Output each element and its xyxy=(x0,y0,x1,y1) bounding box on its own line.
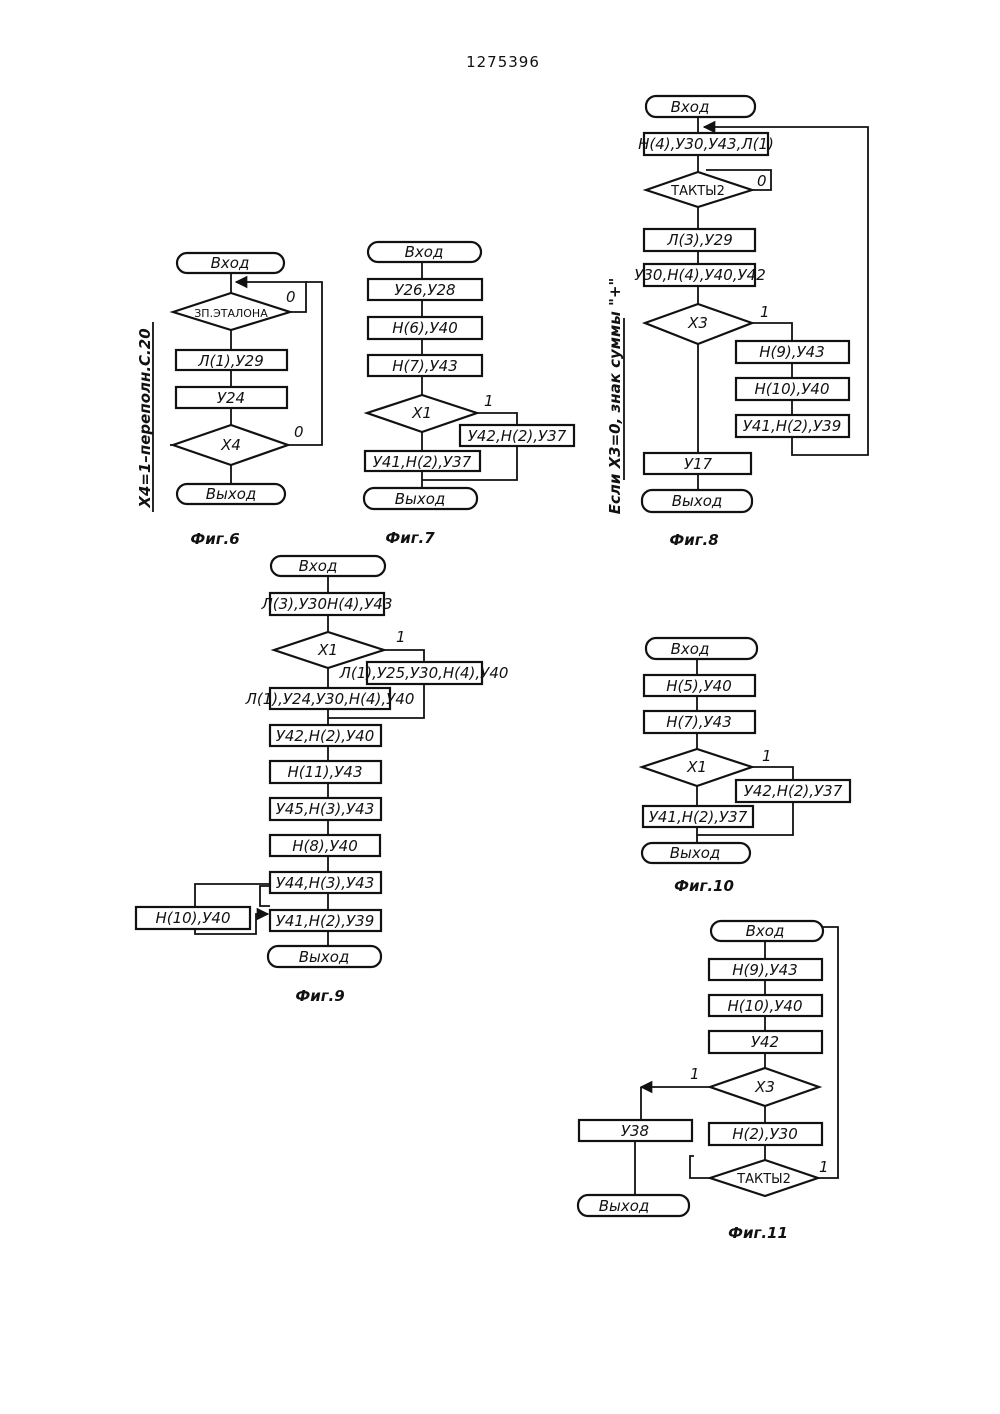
decision-takty-branch: 1 xyxy=(819,1158,829,1176)
exit-label: Выход xyxy=(670,844,721,862)
exit-label: Выход xyxy=(395,490,446,508)
process-label: Н(10),У40 xyxy=(155,909,230,927)
process-label: У44,Н(3),У43 xyxy=(276,874,375,892)
decision-etalon-label: ЗП.ЭТАЛОНА xyxy=(194,307,268,320)
process-label: У30,Н(4),У40,У42 xyxy=(634,266,766,284)
process-label: Л(1),У25,У30,Н(4),У40 xyxy=(339,664,509,682)
process-label: Н(10),У40 xyxy=(754,380,829,398)
decision-x3-branch: 1 xyxy=(690,1065,700,1083)
process-label: Н(2),У30 xyxy=(732,1125,798,1143)
process-label: Н(4),У30,У43,Л(1) xyxy=(638,135,774,153)
process-label: У41,Н(2),У37 xyxy=(649,808,748,826)
process-label: У41,Н(2),У39 xyxy=(276,912,375,930)
process-label: Н(10),У40 xyxy=(727,997,802,1015)
exit-label: Выход xyxy=(206,485,257,503)
decision-takty-label: ТАКТЫ2 xyxy=(736,1172,791,1187)
figure-caption: Фиг.11 xyxy=(728,1224,788,1242)
entry-label: Вход xyxy=(671,640,710,658)
figure-caption: Фиг.6 xyxy=(190,530,239,548)
process-label: У24 xyxy=(217,389,245,407)
decision-x1-label: Х1 xyxy=(317,641,338,659)
decision-x1-branch: 1 xyxy=(396,628,406,646)
process-label: У41,Н(2),У37 xyxy=(373,453,472,471)
process-label: У26,У28 xyxy=(394,281,455,299)
decision-x1-label: Х1 xyxy=(686,758,707,776)
process-label: Н(7),У43 xyxy=(392,357,458,375)
process-label: У38 xyxy=(621,1122,649,1140)
process-label: Н(11),У43 xyxy=(287,763,362,781)
figure-11: Вход Н(9),У43 Н(10),У40 У42 Х3 1 У38 Н(2… xyxy=(578,921,838,1242)
entry-label: Вход xyxy=(405,243,444,261)
process-label: Н(9),У43 xyxy=(759,343,825,361)
process-label: Н(9),У43 xyxy=(732,961,798,979)
process-label: У42,Н(2),У40 xyxy=(276,727,375,745)
decision-x3-branch: 1 xyxy=(760,303,770,321)
exit-label: Выход xyxy=(672,492,723,510)
process-label: У17 xyxy=(684,455,713,473)
figure-6: Вход ЗП.ЭТАЛОНА 0 Л(1),У29 У24 Х4 0 Выхо… xyxy=(136,253,322,548)
side-note: Если Х3=0, знак суммы "+" xyxy=(606,278,624,515)
process-label: Н(8),У40 xyxy=(292,837,358,855)
process-label: У42 xyxy=(751,1033,779,1051)
process-label: У41,Н(2),У39 xyxy=(743,417,842,435)
process-label: Н(7),У43 xyxy=(666,713,732,731)
decision-x3-label: Х3 xyxy=(754,1078,775,1096)
side-note: Х4=1–переполн.С.20 xyxy=(136,328,154,508)
exit-label: Выход xyxy=(299,948,350,966)
decision-x4-branch: 0 xyxy=(294,423,304,441)
decision-x4-label: Х4 xyxy=(220,436,241,454)
figure-8: Вход Н(4),У30,У43,Л(1) ТАКТЫ2 0 Л(3),У29… xyxy=(606,96,868,549)
decision-takty-label: ТАКТЫ2 xyxy=(670,184,725,199)
figure-caption: Фиг.9 xyxy=(295,987,344,1005)
process-label: Н(5),У40 xyxy=(666,677,732,695)
process-label: У42,Н(2),У37 xyxy=(744,782,843,800)
process-label: Л(1),У24,У30,Н(4),У40 xyxy=(245,690,415,708)
decision-x1-label: Х1 xyxy=(411,404,432,422)
decision-x1-branch: 1 xyxy=(484,392,494,410)
entry-label: Вход xyxy=(211,254,250,272)
entry-label: Вход xyxy=(671,98,710,116)
figure-caption: Фиг.7 xyxy=(385,529,435,547)
decision-x1-branch: 1 xyxy=(762,747,772,765)
entry-label: Вход xyxy=(746,922,785,940)
figure-7: Вход У26,У28 Н(6),У40 Н(7),У43 Х1 1 У42,… xyxy=(364,242,574,547)
figure-caption: Фиг.8 xyxy=(669,531,718,549)
process-label: Л(3),У29 xyxy=(666,231,733,249)
process-label: У45,Н(3),У43 xyxy=(276,800,375,818)
exit-label: Выход xyxy=(599,1197,650,1215)
process-label: Н(6),У40 xyxy=(392,319,458,337)
process-label: Л(3),У30Н(4),У43 xyxy=(260,595,392,613)
figure-caption: Фиг.10 xyxy=(674,877,734,895)
figure-9: Вход Л(3),У30Н(4),У43 Х1 1 Л(1),У25,У30,… xyxy=(136,556,508,1005)
decision-x3-label: Х3 xyxy=(687,314,708,332)
process-label: Л(1),У29 xyxy=(197,352,264,370)
decision-takty-branch: 0 xyxy=(757,172,767,190)
decision-etalon-branch: 0 xyxy=(286,288,296,306)
process-label: У42,Н(2),У37 xyxy=(468,427,567,445)
document-number: 1275396 xyxy=(466,53,540,71)
figure-10: Вход Н(5),У40 Н(7),У43 Х1 1 У42,Н(2),У37… xyxy=(642,638,850,895)
entry-label: Вход xyxy=(299,557,338,575)
